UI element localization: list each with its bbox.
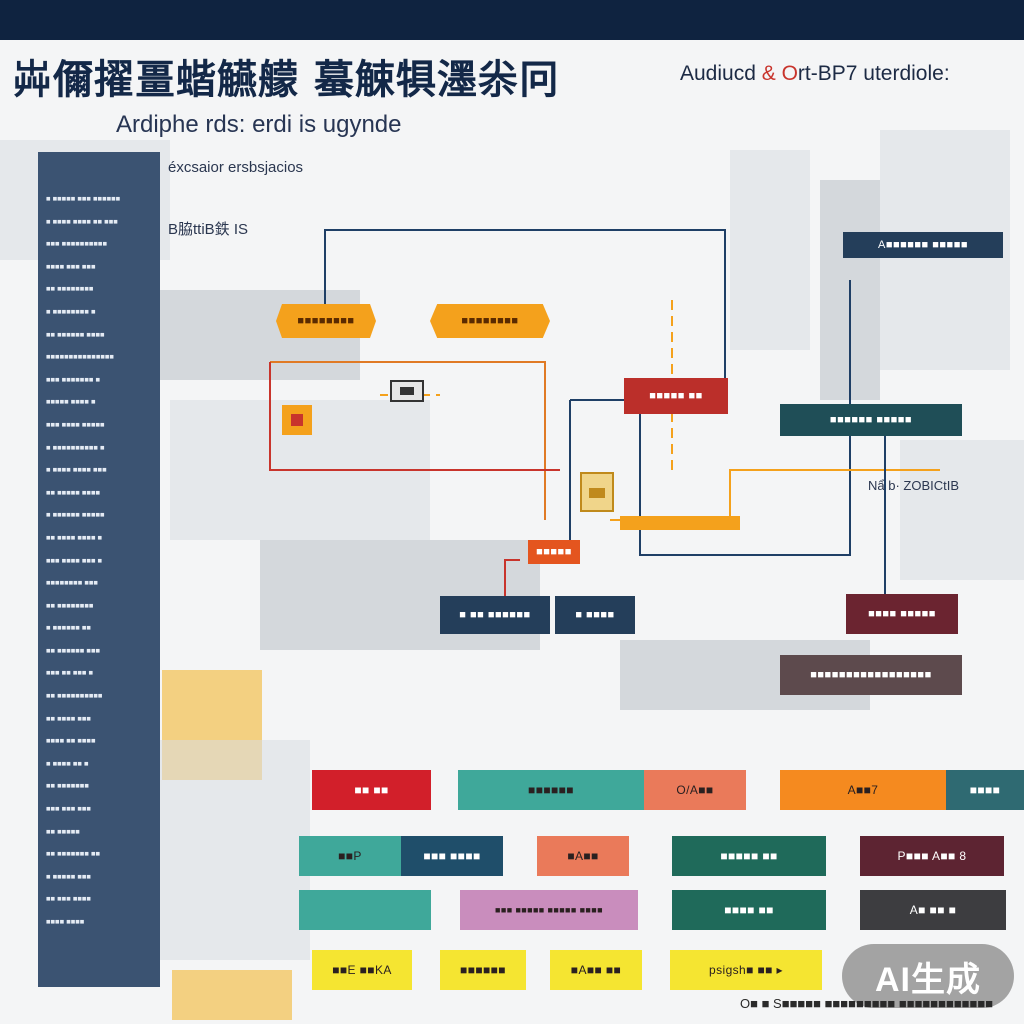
legend-cell-r1c2: ■■■■■■ bbox=[458, 770, 644, 810]
monitor-icon bbox=[390, 380, 424, 402]
sidebar-line: ■ ■■■■ ■■■■ ■■■ bbox=[46, 465, 107, 475]
legend-cell-r4c4: psigsh■ ■■ ▸ bbox=[670, 950, 822, 990]
node-orange-1: ■■■■■■■■ bbox=[276, 304, 376, 338]
node-navy-right: ■ ■■■■ bbox=[555, 596, 635, 634]
sidebar-line: ■■■ ■■■■ ■■■ ■ bbox=[46, 555, 103, 565]
sidebar-line: ■■ ■■■■■■■■ bbox=[46, 284, 94, 294]
sidebar-line: ■ ■■■■■■■■■■ ■ bbox=[46, 442, 105, 452]
ai-generated-badge: AI生成 bbox=[842, 944, 1014, 1008]
sidebar-line: ■■ ■■■■■■■ ■■ bbox=[46, 849, 100, 859]
footer-caption: O■ ■ S■■■■■ ■■■■■■■■■ ■■■■■■■■■■■■ bbox=[740, 996, 994, 1011]
sidebar-line: ■■■■ ■■■■ bbox=[46, 917, 85, 926]
sidebar-line: ■■■■ ■■■ ■■■ bbox=[46, 261, 96, 271]
sidebar-line: ■■■■■■■■ ■■■ bbox=[46, 578, 98, 588]
title-right-pre: Audiucd bbox=[680, 62, 762, 85]
folder-icon bbox=[580, 472, 614, 512]
legend-cell-r1c1: ■■ ■■ bbox=[312, 770, 431, 810]
sidebar-line: ■■■ ■■■■■■■■■■ bbox=[46, 239, 107, 249]
legend-cell-r2c3: ■A■■ bbox=[537, 836, 629, 876]
sidebar-line: ■■■ ■■■■ ■■■■■ bbox=[46, 419, 105, 429]
node-maroon: ■■■■ ■■■■■ bbox=[846, 594, 958, 634]
sidebar-line: ■ ■■■■■ ■■■ bbox=[46, 871, 91, 881]
sidebar-panel: ■ ■■■■■ ■■■ ■■■■■■ ■ ■■■■ ■■■■ ■■ ■■■ ■■■ … bbox=[38, 152, 160, 987]
title-right-post: rt-BP7 uterdiole: bbox=[797, 62, 950, 85]
sidebar-line: ■■ ■■■■■ bbox=[46, 826, 80, 836]
top-banner bbox=[0, 0, 1024, 40]
sidebar-line: ■■ ■■■■■■■ bbox=[46, 781, 89, 791]
node-center: ■■■■■ bbox=[528, 540, 580, 564]
legend-cell-r1c4: A■■7 bbox=[780, 770, 946, 810]
sidebar-line: ■ ■■■■ ■■ ■ bbox=[46, 758, 89, 768]
node-teal-right: ■■■■■■ ■■■■■ bbox=[780, 404, 962, 436]
node-navy-left: ■ ■■ ■■■■■■ bbox=[440, 596, 550, 634]
sidebar-line: ■■ ■■■■■■ ■■■■ bbox=[46, 329, 105, 339]
sidebar-line: ■■■■■ ■■■■ ■ bbox=[46, 397, 96, 407]
sidebar-line: ■■ ■■■■■■■■■■ bbox=[46, 691, 103, 701]
node-orange-2: ■■■■■■■■ bbox=[430, 304, 550, 338]
legend-cell-r4c1: ■■E ■■KA bbox=[312, 950, 412, 990]
legend-cell-r3c2: ■■■ ■■■■■ ■■■■■ ■■■■ bbox=[460, 890, 638, 930]
legend-cell-r4c3: ■A■■ ■■ bbox=[550, 950, 642, 990]
sidebar-line: ■■■■■■■■■■■■■■■ bbox=[46, 352, 114, 362]
node-red: ■■■■■ ■■ bbox=[624, 378, 728, 414]
sidebar-line: ■■ ■■■■ ■■■■ ■ bbox=[46, 532, 103, 542]
sidebar-line: ■■ ■■■■■ ■■■■ bbox=[46, 487, 100, 497]
sidebar-line: ■■ ■■■■■■■■ bbox=[46, 600, 94, 610]
legend-cell-r1c5: ■■■■ bbox=[946, 770, 1024, 810]
module-icon-left bbox=[282, 405, 312, 435]
legend-cell-r2c5: P■■■ A■■ 8 bbox=[860, 836, 1004, 876]
legend-cell-r3c4: A■ ■■ ■ bbox=[860, 890, 1006, 930]
legend-cell-r2c4: ■■■■■ ■■ bbox=[672, 836, 826, 876]
note-description: éxcsaior ersbsjacios bbox=[168, 159, 304, 176]
sidebar-line: ■■■ ■■■■■■■ ■ bbox=[46, 374, 100, 384]
legend-cell-r3c1 bbox=[299, 890, 431, 930]
note-side: Nẩ b· ZOBICtIB bbox=[868, 478, 960, 493]
node-gray: ■■■■■■■■■■■■■■■■■ bbox=[780, 655, 962, 695]
sidebar-list: ■ ■■■■■ ■■■ ■■■■■■ ■ ■■■■ ■■■■ ■■ ■■■ ■■■ … bbox=[46, 188, 154, 934]
sidebar-line: ■■ ■■■■■■ ■■■ bbox=[46, 645, 100, 655]
node-top-right: A■■■■■■ ■■■■■ bbox=[843, 232, 1003, 258]
legend-cell-r2c1: ■■P bbox=[299, 836, 401, 876]
sidebar-line: ■■■ ■■ ■■■ ■ bbox=[46, 668, 94, 678]
sidebar-line: ■ ■■■■■■■■ ■ bbox=[46, 306, 96, 316]
legend-cell-r1c3: O/A■■ bbox=[644, 770, 746, 810]
page-title: 芔儞擢畺蝔觾艨 蟇觫犋濹尜冋 bbox=[12, 57, 560, 103]
note-status: B脇ttiB鉄 IS bbox=[168, 221, 249, 238]
sidebar-line: ■■ ■■■ ■■■■ bbox=[46, 894, 91, 904]
legend-cell-r4c2: ■■■■■■ bbox=[440, 950, 526, 990]
progress-bar-orange bbox=[620, 516, 740, 530]
sidebar-line: ■■ ■■■■ ■■■ bbox=[46, 713, 91, 723]
title-right-label: Audiucd & Ort-BP7 uterdiole: bbox=[680, 58, 1000, 90]
sidebar-line: ■■■ ■■■ ■■■ bbox=[46, 804, 91, 814]
page-subtitle: Ardiphe rds: erdi is ugynde bbox=[116, 111, 402, 138]
sidebar-line: ■ ■■■■ ■■■■ ■■ ■■■ bbox=[46, 216, 118, 226]
legend-cell-r2c2: ■■■ ■■■■ bbox=[401, 836, 503, 876]
sidebar-line: ■ ■■■■■■ ■■■■■ bbox=[46, 510, 105, 520]
title-right-accent: & O bbox=[761, 62, 798, 85]
legend-cell-r3c3: ■■■■ ■■ bbox=[672, 890, 826, 930]
sidebar-line: ■ ■■■■■■ ■■ bbox=[46, 623, 91, 633]
sidebar-line: ■ ■■■■■ ■■■ ■■■■■■ bbox=[46, 194, 121, 203]
sidebar-line: ■■■■ ■■ ■■■■ bbox=[46, 736, 96, 746]
